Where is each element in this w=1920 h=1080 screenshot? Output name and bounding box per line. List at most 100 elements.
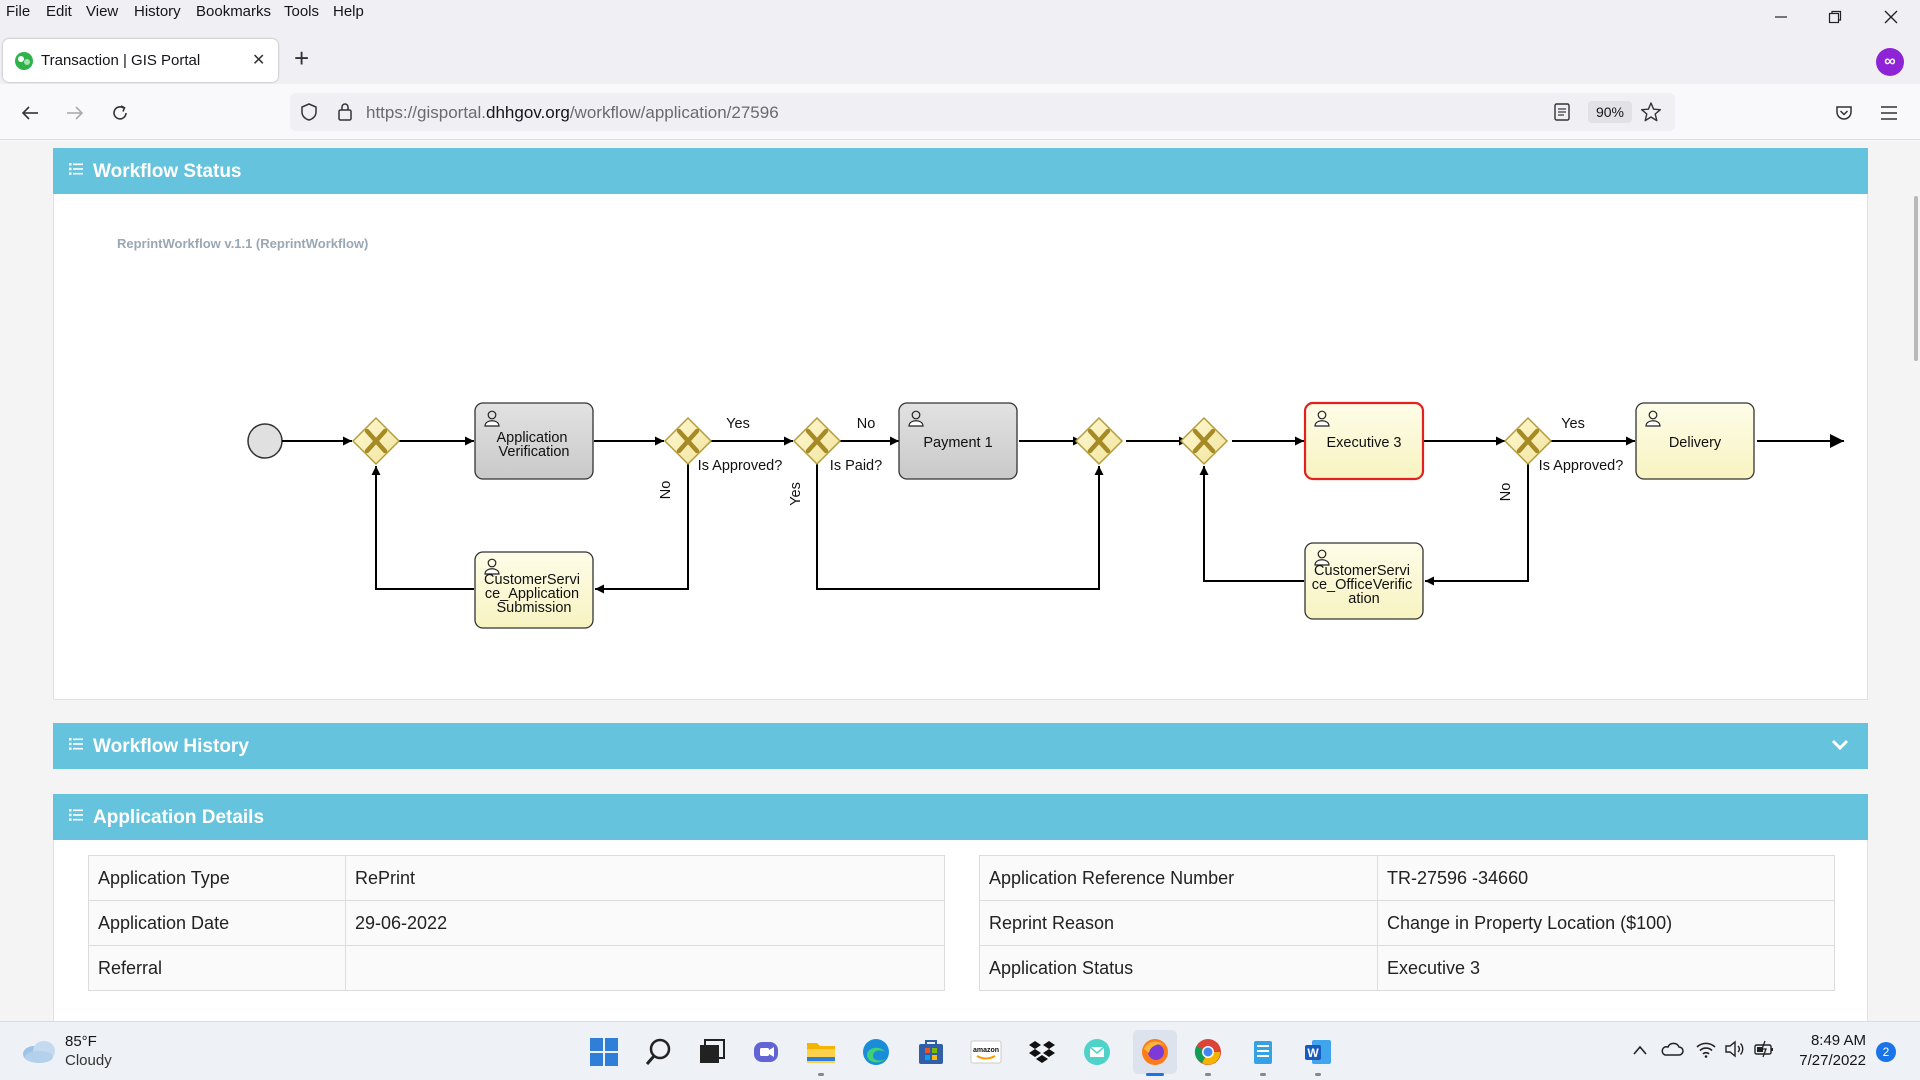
url-domain: dhhgov.org bbox=[486, 103, 570, 122]
notepad-button[interactable] bbox=[1245, 1034, 1281, 1070]
bookmark-star-icon[interactable] bbox=[1640, 101, 1662, 123]
store-button[interactable] bbox=[913, 1034, 949, 1070]
firefox-icon bbox=[1142, 1039, 1168, 1065]
gateway-label: Is Approved? bbox=[698, 458, 783, 474]
hamburger-menu-icon bbox=[1881, 106, 1897, 120]
cloud-icon bbox=[23, 1041, 55, 1063]
url-text[interactable]: https://gisportal.dhhgov.org/workflow/ap… bbox=[366, 103, 779, 123]
gateway-merge-1[interactable] bbox=[353, 418, 399, 464]
shield-icon[interactable] bbox=[299, 102, 319, 122]
back-button[interactable] bbox=[15, 98, 45, 128]
browser-tab[interactable]: Transaction | GIS Portal ✕ bbox=[3, 39, 278, 82]
forward-button[interactable] bbox=[60, 98, 90, 128]
workflow-diagram: ReprintWorkflow v.1.1 (ReprintWorkflow) bbox=[117, 236, 1844, 629]
minimize-icon bbox=[1775, 16, 1787, 18]
word-button[interactable]: W bbox=[1300, 1034, 1336, 1070]
task-executive-3-active[interactable]: Executive 3 bbox=[1303, 401, 1425, 481]
task-label-line: Delivery bbox=[1669, 435, 1722, 451]
wifi-icon[interactable] bbox=[1695, 1040, 1717, 1058]
url-path: /workflow/application/27596 bbox=[569, 103, 779, 122]
menu-view[interactable]: View bbox=[86, 3, 119, 20]
battery-charging-icon[interactable] bbox=[1753, 1040, 1775, 1058]
arrow-left-icon bbox=[21, 106, 38, 120]
svg-text:CustomerServi ce_App: CustomerServi ce_Application Submission bbox=[484, 572, 584, 616]
field-value: TR-27596 -34660 bbox=[1377, 855, 1835, 901]
search-icon bbox=[645, 1038, 671, 1065]
clock-date[interactable]: 7/27/2022 bbox=[1799, 1052, 1866, 1069]
task-delivery[interactable]: Delivery bbox=[1635, 402, 1755, 480]
task-payment-1[interactable]: Payment 1 bbox=[898, 402, 1018, 480]
svg-text:amazon: amazon bbox=[973, 1047, 999, 1054]
notepad-icon bbox=[1254, 1041, 1272, 1064]
chevron-down-icon[interactable] bbox=[1831, 738, 1849, 752]
edge-button[interactable] bbox=[858, 1034, 894, 1070]
pocket-button[interactable] bbox=[1829, 98, 1859, 128]
word-icon: W bbox=[1305, 1040, 1331, 1064]
field-label: Application Status bbox=[979, 945, 1378, 991]
list-icon bbox=[69, 738, 83, 750]
file-explorer-button[interactable] bbox=[803, 1034, 839, 1070]
flow-label: Yes bbox=[1561, 416, 1585, 432]
menu-history[interactable]: History bbox=[134, 3, 181, 20]
volume-icon[interactable] bbox=[1724, 1040, 1746, 1058]
task-application-verification[interactable]: Application Verification bbox=[474, 402, 594, 480]
clock-time[interactable]: 8:49 AM bbox=[1810, 1032, 1866, 1049]
list-icon bbox=[69, 163, 83, 175]
new-tab-button[interactable]: + bbox=[294, 43, 310, 73]
svg-text:W: W bbox=[1307, 1046, 1319, 1060]
app-menu-button[interactable] bbox=[1874, 98, 1904, 128]
menu-edit[interactable]: Edit bbox=[46, 3, 72, 20]
workflow-history-header[interactable]: Workflow History bbox=[53, 723, 1868, 769]
menu-tools[interactable]: Tools bbox=[284, 3, 320, 20]
page-scrollbar[interactable] bbox=[1912, 141, 1920, 1021]
minimize-button[interactable] bbox=[1756, 0, 1806, 34]
scrollbar-thumb[interactable] bbox=[1914, 196, 1918, 361]
address-bar[interactable]: https://gisportal.dhhgov.org/workflow/ap… bbox=[290, 93, 1675, 131]
navigation-bar: https://gisportal.dhhgov.org/workflow/ap… bbox=[0, 84, 1920, 140]
flow-label: No bbox=[1498, 483, 1514, 502]
chrome-button[interactable] bbox=[1190, 1034, 1226, 1070]
gateway-merge-2[interactable] bbox=[1076, 418, 1122, 464]
start-event[interactable] bbox=[247, 423, 283, 459]
menu-help[interactable]: Help bbox=[333, 3, 364, 20]
mail-app-button[interactable] bbox=[1079, 1034, 1115, 1070]
amazon-button[interactable]: amazon bbox=[968, 1034, 1004, 1070]
svg-text:CustomerServi ce_Off: CustomerServi ce_OfficeVerific ation bbox=[1312, 563, 1417, 607]
reload-button[interactable] bbox=[105, 98, 135, 128]
firefox-button[interactable] bbox=[1133, 1030, 1177, 1074]
task-customer-service-application-submission[interactable]: CustomerServi ce_Application Submission bbox=[474, 551, 594, 629]
menu-bookmarks[interactable]: Bookmarks bbox=[196, 3, 272, 20]
workflow-status-header[interactable]: Workflow Status bbox=[53, 148, 1868, 194]
menu-bar: File Edit View History Bookmarks Tools H… bbox=[0, 0, 1920, 26]
reader-view-icon[interactable] bbox=[1553, 102, 1571, 122]
search-button[interactable] bbox=[640, 1034, 676, 1070]
gateway-label: Is Approved? bbox=[1539, 458, 1624, 474]
restore-button[interactable] bbox=[1810, 0, 1860, 34]
workflow-history-title: Workflow History bbox=[93, 736, 249, 757]
lock-icon[interactable] bbox=[335, 101, 355, 123]
tab-close-icon[interactable]: ✕ bbox=[252, 52, 266, 69]
task-customer-service-office-verification[interactable]: CustomerServi ce_OfficeVerific ation bbox=[1304, 542, 1424, 620]
task-view-button[interactable] bbox=[694, 1034, 730, 1070]
firefox-account-icon[interactable]: ∞ bbox=[1876, 48, 1904, 76]
start-button[interactable] bbox=[586, 1034, 622, 1070]
edge-icon bbox=[863, 1039, 889, 1065]
teams-chat-button[interactable] bbox=[748, 1034, 784, 1070]
application-details-header[interactable]: Application Details bbox=[53, 794, 1868, 840]
dropbox-button[interactable] bbox=[1024, 1034, 1060, 1070]
task-label-line: Application bbox=[497, 430, 568, 446]
field-label: Application Type bbox=[88, 855, 346, 901]
chat-icon bbox=[754, 1042, 778, 1062]
notification-badge[interactable]: 2 bbox=[1876, 1042, 1896, 1062]
running-indicator bbox=[1205, 1073, 1211, 1076]
zoom-level-badge[interactable]: 90% bbox=[1588, 101, 1632, 123]
gateway-merge-3[interactable] bbox=[1181, 418, 1227, 464]
menu-file[interactable]: File bbox=[6, 3, 31, 20]
onedrive-cloud-icon[interactable] bbox=[1660, 1040, 1684, 1058]
chevron-up-icon[interactable] bbox=[1632, 1044, 1648, 1056]
close-window-button[interactable] bbox=[1866, 0, 1916, 34]
